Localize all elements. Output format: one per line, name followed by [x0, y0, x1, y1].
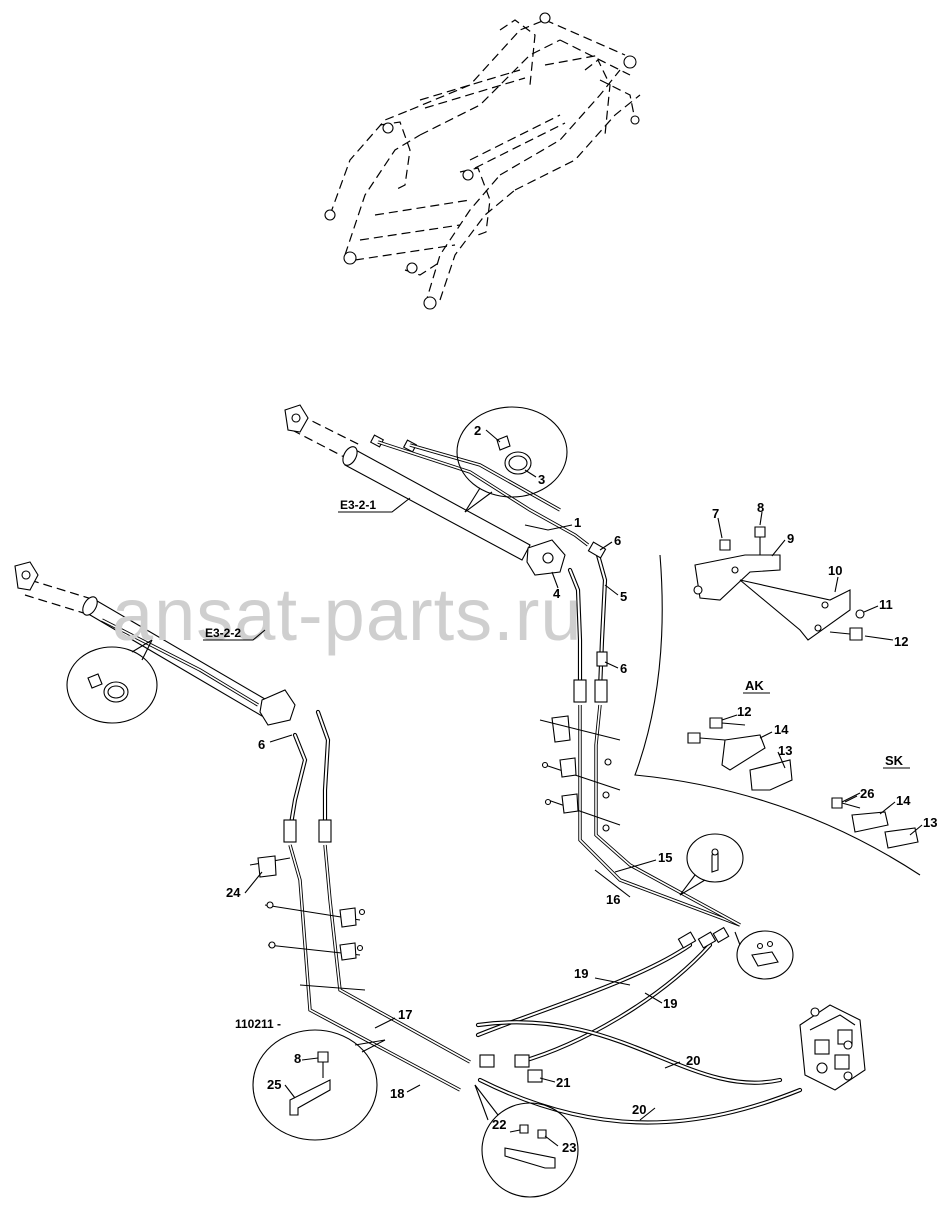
pin-6 [539, 12, 551, 24]
bolt-23 [537, 1129, 547, 1139]
pin-7 [630, 115, 640, 125]
ref-serial: 110211 - [235, 1017, 281, 1031]
callout-5: 5 [620, 589, 627, 604]
callout-19-right: 19 [663, 996, 677, 1011]
callout-20-top: 20 [686, 1053, 700, 1068]
bolt-12 [849, 627, 863, 641]
pin-9 [462, 169, 474, 181]
bolt-8 [317, 1051, 329, 1063]
callout-12-ak: 12 [737, 704, 751, 719]
lower-cylinder [14, 561, 296, 726]
ref-e3-2-2: E3-2-2 [205, 626, 241, 640]
pin-8 [382, 122, 394, 134]
variant-label-ak: AK [745, 678, 764, 693]
callout-6-left: 6 [258, 737, 265, 752]
loader-arm-frame [324, 12, 641, 310]
callout-3: 3 [538, 472, 545, 487]
callout-4: 4 [553, 586, 561, 601]
pin-5 [623, 55, 637, 69]
callout-12-top: 12 [894, 634, 908, 649]
reference-labels: E3-2-1 E3-2-2 110211 - AK SK [203, 497, 910, 1031]
variant-label-sk: SK [885, 753, 904, 768]
plate-23 [504, 1147, 556, 1169]
callout-6-mid: 6 [620, 661, 627, 676]
callout-21: 21 [556, 1075, 570, 1090]
detail-circle-clamp [456, 406, 568, 513]
bolt-8 [754, 526, 766, 538]
callout-23: 23 [562, 1140, 576, 1155]
callout-1: 1 [574, 515, 581, 530]
right-hose-run [539, 541, 741, 927]
callout-14-ak: 14 [774, 722, 789, 737]
bracket-10 [739, 579, 851, 641]
callout-6-top: 6 [614, 533, 621, 548]
clamp-13-sk [884, 827, 919, 849]
ref-e3-2-1: E3-2-1 [340, 498, 376, 512]
callout-24: 24 [226, 885, 241, 900]
detail-circle-25 [252, 1029, 386, 1141]
callout-26: 26 [860, 786, 874, 801]
clamp-13 [749, 759, 793, 791]
callout-15: 15 [658, 850, 672, 865]
detail-circle-22-23 [474, 1084, 579, 1198]
callout-8-top: 8 [757, 500, 764, 515]
clamp-part-2 [496, 435, 511, 451]
clamp-14-sk [851, 811, 889, 833]
detail-circle-lower [66, 639, 158, 724]
callout-10: 10 [828, 563, 842, 578]
callout-2: 2 [474, 423, 481, 438]
variant-ak [687, 717, 793, 791]
callout-leaders [244, 429, 923, 1147]
callout-17: 17 [398, 1007, 412, 1022]
nut-7 [719, 539, 731, 551]
callout-14-sk: 14 [896, 793, 911, 808]
variant-sk [831, 797, 919, 849]
callout-22: 22 [492, 1117, 506, 1132]
fitting-21 [527, 1069, 543, 1083]
callout-19-left: 19 [574, 966, 588, 981]
detail-circle-clip [734, 930, 794, 980]
callout-13-ak: 13 [778, 743, 792, 758]
nut-11 [855, 609, 865, 619]
bracket-9 [694, 554, 781, 601]
detail-circle-pin [679, 833, 744, 896]
clamp-14 [721, 734, 766, 771]
callout-numbers: 1 2 3 4 5 6 6 6 7 8 8 9 10 11 12 12 13 1… [226, 423, 937, 1155]
pin-1 [324, 209, 336, 221]
callout-25: 25 [267, 1077, 281, 1092]
variant-boundary [634, 554, 921, 876]
control-valve-hoses [475, 926, 803, 1125]
control-valve [799, 1004, 866, 1091]
valve-block-lower [259, 689, 296, 726]
bracket-25 [289, 1079, 331, 1116]
callout-20-bottom: 20 [632, 1102, 646, 1117]
bolt-22 [519, 1124, 529, 1134]
pin-2 [343, 251, 357, 265]
left-hose-run [249, 709, 471, 1092]
callout-9: 9 [787, 531, 794, 546]
watermark: ansat-parts.ru [112, 573, 583, 656]
callout-7: 7 [712, 506, 719, 521]
callout-13-sk: 13 [923, 815, 937, 830]
callout-11: 11 [879, 597, 893, 612]
pin-4 [406, 262, 418, 274]
callout-8-detail: 8 [294, 1051, 301, 1066]
callout-16: 16 [606, 892, 620, 907]
pin-3 [423, 296, 437, 310]
bracket-assembly [693, 526, 865, 641]
callout-18: 18 [390, 1086, 404, 1101]
upper-cylinder [284, 404, 590, 576]
